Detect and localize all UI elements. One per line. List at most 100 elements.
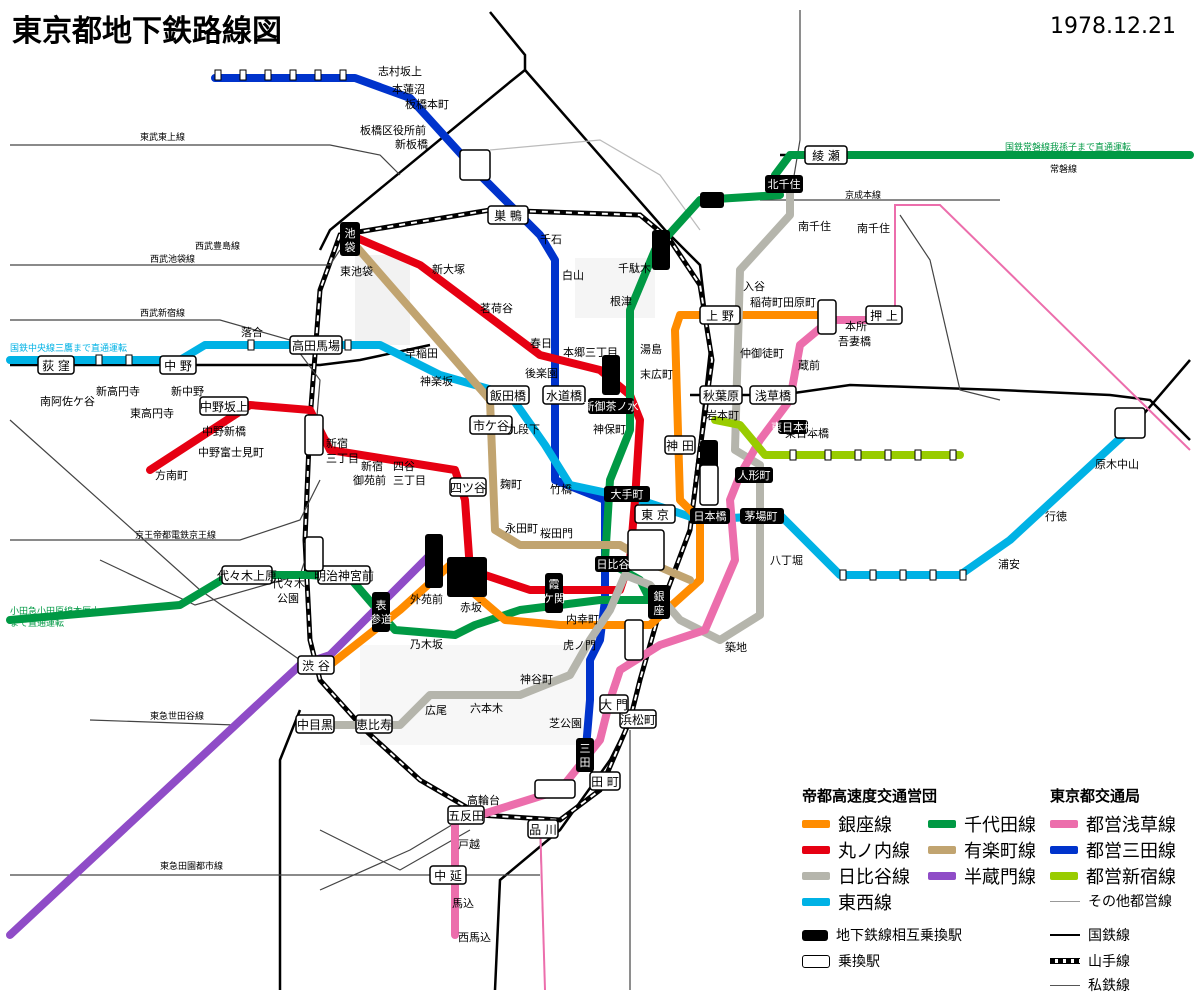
svg-text:東急世田谷線: 東急世田谷線 — [150, 710, 204, 722]
seibu-ikebukuro-line — [10, 249, 341, 266]
station-ogikubo — [37, 355, 75, 375]
svg-text:千駄木: 千駄木 — [618, 261, 651, 275]
station-sengakuji — [534, 779, 576, 799]
svg-text:茗荷谷: 茗荷谷 — [480, 302, 513, 315]
legend-toei-header: 東京都交通局 — [1050, 787, 1141, 805]
svg-text:巣 鴨: 巣 鴨 — [494, 209, 522, 223]
station-hibiya — [595, 556, 631, 572]
legend-label-asakusa: 都営浅草線 — [1086, 815, 1176, 836]
svg-text:押 上: 押 上 — [870, 309, 898, 323]
page-title: 東京都地下鉄路線図 — [12, 14, 282, 49]
station-yurakucho — [627, 529, 665, 571]
station-higashi-nihombashi — [778, 420, 808, 434]
legend-item-other-toei: その他都営線 — [1050, 891, 1172, 911]
svg-text:湯島: 湯島 — [640, 342, 662, 356]
svg-text:高輪台: 高輪台 — [467, 793, 500, 807]
station-shimbashi — [624, 619, 644, 661]
svg-text:四谷: 四谷 — [393, 460, 415, 473]
legend-label-mita: 都営三田線 — [1086, 841, 1176, 862]
station-kyobashi — [699, 464, 719, 506]
legend-item-jr: 国鉄線 — [1050, 925, 1130, 945]
station-meiji-jingumae — [317, 565, 371, 585]
station-nishi-nippori — [652, 230, 670, 270]
station-tokyo — [634, 504, 676, 524]
private-swatch — [1050, 984, 1080, 986]
station-ikebukuro — [340, 222, 360, 256]
legend-item-hanzomon: 半蔵門線 — [928, 863, 1036, 889]
station-akasaka-mitsuke — [447, 557, 487, 597]
svg-text:中野新橋: 中野新橋 — [202, 424, 246, 438]
svg-text:ケ関: ケ関 — [543, 592, 565, 605]
svg-text:芝公園: 芝公園 — [549, 717, 582, 730]
other-toei-swatch — [1050, 900, 1080, 902]
svg-text:浅草橋: 浅草橋 — [755, 389, 791, 403]
svg-text:外苑前: 外苑前 — [410, 592, 443, 606]
legend-item-tozai: 東西線 — [802, 889, 892, 915]
svg-text:中 延: 中 延 — [434, 868, 462, 883]
svg-text:中 野: 中 野 — [164, 358, 192, 373]
svg-text:中野坂上: 中野坂上 — [200, 399, 248, 414]
legend-label-other-toei: その他都営線 — [1088, 894, 1172, 910]
svg-text:白山: 白山 — [562, 268, 584, 282]
legend-item-ginza: 銀座線 — [802, 811, 892, 837]
seibu-shinjuku-line — [10, 319, 321, 441]
svg-text:渋 谷: 渋 谷 — [302, 659, 330, 673]
legend-teito-header: 帝都高速度交通営団 — [802, 787, 938, 805]
svg-text:馬込: 馬込 — [452, 897, 474, 910]
svg-text:上 野: 上 野 — [706, 309, 734, 323]
svg-text:水道橋: 水道橋 — [546, 389, 582, 403]
station-daimon — [599, 694, 629, 714]
legend-item-hibiya: 日比谷線 — [802, 863, 910, 889]
tohoku-line — [318, 11, 527, 251]
svg-text:南千住: 南千住 — [798, 219, 831, 233]
legend-label-private: 私鉄線 — [1088, 978, 1130, 994]
station-kanda — [664, 435, 696, 455]
station-ebisu — [355, 714, 393, 734]
svg-text:六本木: 六本木 — [470, 701, 503, 715]
svg-text:新中野: 新中野 — [171, 384, 204, 398]
station-shin-ochanomizu — [588, 398, 634, 414]
tobu-tojo-line — [10, 144, 401, 176]
legend-item-mita: 都営三田線 — [1050, 837, 1176, 863]
station-ayase — [804, 145, 848, 165]
mita-swatch — [1050, 846, 1078, 854]
svg-text:竹橋: 竹橋 — [550, 482, 572, 496]
ikegami-line — [319, 829, 471, 871]
svg-text:品 川: 品 川 — [529, 823, 557, 837]
svg-text:八丁堀: 八丁堀 — [770, 554, 803, 567]
svg-text:まで直通運転: まで直通運転 — [10, 617, 64, 629]
svg-text:西武新宿線: 西武新宿線 — [140, 307, 185, 319]
legend-item-private: 私鉄線 — [1050, 975, 1130, 995]
chuo-line — [10, 343, 431, 367]
svg-text:座: 座 — [654, 603, 665, 617]
svg-text:新宿: 新宿 — [326, 436, 348, 450]
svg-text:綾 瀬: 綾 瀬 — [812, 148, 840, 163]
svg-text:人形町: 人形町 — [738, 469, 771, 482]
station-tamachi — [589, 771, 621, 791]
railway-labels: 東武東上線 西武池袋線 西武豊島線 西武新宿線 国鉄中央線三鷹まで直通運転 京王… — [10, 131, 1131, 872]
station-naka-meguro — [295, 714, 335, 734]
station-nishi-funabashi — [1114, 407, 1146, 439]
svg-text:早稲田: 早稲田 — [405, 347, 438, 360]
legend-label-marunouchi: 丸ノ内線 — [838, 841, 910, 862]
svg-text:行徳: 行徳 — [1045, 510, 1067, 523]
svg-text:乃木坂: 乃木坂 — [410, 638, 443, 651]
svg-text:公園: 公園 — [277, 592, 299, 605]
svg-text:代々木上原: 代々木上原 — [217, 569, 277, 583]
transfer-labels: 上 野 押 上 秋葉原 浅草橋 飯田橋 水道橋 市ケ谷 四ツ谷 高田馬場 中 野… — [42, 148, 898, 883]
svg-text:五反田: 五反田 — [448, 809, 484, 823]
svg-text:飯田橋: 飯田橋 — [490, 388, 526, 403]
svg-text:西馬込: 西馬込 — [458, 931, 491, 944]
svg-text:市ケ谷: 市ケ谷 — [473, 418, 509, 433]
svg-text:常磐線: 常磐線 — [1050, 163, 1077, 175]
svg-text:日本橋: 日本橋 — [694, 509, 727, 523]
svg-text:板橋本町: 板橋本町 — [405, 97, 449, 111]
asakusa-swatch — [1050, 820, 1078, 828]
toden-line — [489, 139, 701, 231]
legend-label-ginza: 銀座線 — [838, 815, 892, 836]
svg-text:北千住: 北千住 — [768, 177, 801, 191]
station-suidobashi — [542, 385, 586, 405]
yamanote-swatch — [1050, 958, 1080, 964]
svg-text:浜松町: 浜松町 — [620, 713, 656, 727]
svg-text:神谷町: 神谷町 — [520, 672, 553, 686]
